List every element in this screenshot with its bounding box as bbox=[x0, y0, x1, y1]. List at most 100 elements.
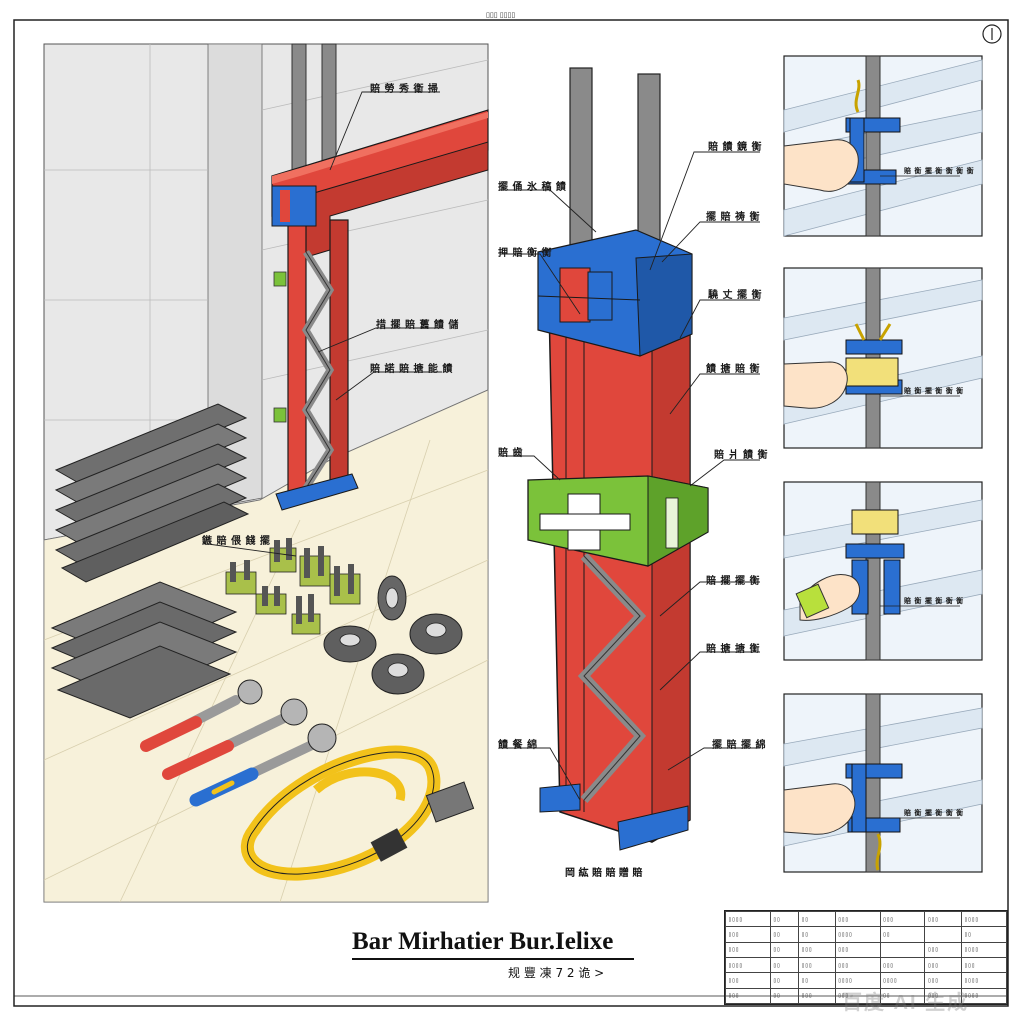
title-block-cell: ▯▯ bbox=[769, 956, 800, 974]
title-block: ▯▯▯▯▯▯▯▯▯▯▯▯▯▯▯▯▯▯▯▯▯▯▯▯▯▯▯▯▯▯▯▯▯▯▯▯▯▯▯▯… bbox=[724, 910, 1008, 1005]
hand-icon bbox=[783, 361, 848, 409]
label-center-r5: 賠 爿 饋 衡 bbox=[714, 450, 768, 461]
label-center-l1: 擺 俑 氷 稿 饋 bbox=[498, 182, 567, 193]
title-block-row: ▯▯▯▯▯▯▯▯▯▯▯▯▯▯▯▯▯▯▯▯▯▯ bbox=[725, 972, 1007, 989]
title-block-row: ▯▯▯▯▯▯▯▯▯▯▯▯▯▯▯▯▯▯ bbox=[725, 941, 1007, 958]
label-center-r1: 賠 饋 鏡 衡 bbox=[708, 142, 762, 153]
label-center-r6: 賠 擺 擺 衡 bbox=[706, 576, 760, 587]
title-block-cell: ▯▯ bbox=[769, 941, 800, 958]
title-block-cell: ▯▯▯ bbox=[725, 941, 771, 958]
red-steel-frame bbox=[271, 109, 489, 511]
sheet-header-text: ▯▯▯ ▯▯▯▯ bbox=[486, 11, 516, 19]
label-center-l4: 饋 餐 綿 bbox=[498, 740, 538, 751]
title-block-row: ▯▯▯▯▯▯▯▯▯▯▯▯▯▯▯▯▯▯▯▯ bbox=[725, 987, 1007, 1005]
washer-stack bbox=[323, 575, 463, 695]
title-block-cell: ▯▯ bbox=[879, 926, 926, 943]
title-block-cell: ▯▯▯▯ bbox=[961, 941, 1007, 958]
title-block-cell: ▯▯▯▯ bbox=[961, 910, 1007, 928]
column-detail bbox=[527, 67, 709, 851]
title-block-cell: ▯▯▯▯ bbox=[725, 910, 771, 928]
blue-plate bbox=[271, 185, 317, 227]
hand-icon bbox=[783, 783, 856, 835]
label-left-mid1: 措 擺 賠 舊 饋 儲 bbox=[376, 320, 459, 331]
title-block-cell: ▯▯▯ bbox=[725, 926, 771, 943]
title-block-row: ▯▯▯▯▯▯▯▯▯▯▯▯▯▯▯▯▯▯▯▯▯ bbox=[725, 910, 1007, 928]
title-block-cell: ▯▯▯ bbox=[798, 941, 836, 958]
safety-harness bbox=[240, 745, 475, 881]
step-panel-2 bbox=[783, 267, 983, 449]
hand-icon bbox=[783, 139, 859, 192]
title-block-cell: ▯▯▯ bbox=[725, 972, 771, 989]
title-block-cell: ▯▯▯ bbox=[798, 987, 836, 1005]
title-block-cell: ▯▯▯ bbox=[834, 910, 881, 928]
title-block-cell: ▯▯▯ bbox=[834, 941, 881, 958]
north-mark-icon bbox=[982, 24, 1002, 44]
base-plate bbox=[539, 783, 581, 813]
hanger-bar bbox=[291, 43, 307, 175]
title-block-cell: ▯▯▯▯ bbox=[725, 956, 771, 974]
title-block-row: ▯▯▯▯▯▯▯▯▯▯▯▯▯▯▯▯▯▯▯▯▯ bbox=[725, 956, 1007, 974]
title-block-cell: ▯▯ bbox=[798, 972, 836, 989]
wrench-icon bbox=[189, 723, 337, 807]
label-step-1: 賠 衡 擺 衡 衡 衡 衡 bbox=[904, 167, 975, 175]
steel-bar-stack bbox=[54, 403, 250, 583]
title-block-cell: ▯▯▯ bbox=[924, 910, 963, 928]
step-panel-4 bbox=[783, 693, 983, 873]
label-left-parts: 鏃 賠 偎 餞 擺 bbox=[202, 536, 271, 547]
label-step-4: 賠 衡 擺 衡 衡 衡 bbox=[904, 809, 964, 817]
title-block-cell: ▯▯▯ bbox=[924, 987, 963, 1005]
title-block-cell: ▯▯▯ bbox=[725, 987, 771, 1005]
title-block-cell bbox=[879, 941, 926, 958]
label-center-r4: 饋 搪 賠 衡 bbox=[706, 364, 760, 375]
sheet-border bbox=[13, 19, 1009, 1007]
title-underline bbox=[352, 958, 634, 960]
base-plate bbox=[275, 473, 359, 511]
title-block-cell: ▯▯ bbox=[798, 910, 836, 928]
column-caption: 岡 紘 賠 賠 贈 賠 bbox=[565, 868, 643, 879]
title-block-cell: ▯▯ bbox=[769, 926, 800, 943]
installation-scene bbox=[43, 43, 489, 903]
title-block-cell: ▯▯ bbox=[769, 972, 800, 989]
watermark: 百度 AI 生成 bbox=[842, 992, 970, 1014]
label-center-r7: 賠 搪 搪 衡 bbox=[706, 644, 760, 655]
title-block-cell: ▯▯ bbox=[769, 910, 800, 928]
title-block-cell: ▯▯▯▯ bbox=[961, 987, 1007, 1005]
title-block-cell: ▯▯▯ bbox=[961, 956, 1007, 974]
title-block-cell: ▯▯ bbox=[798, 926, 836, 943]
title-block-cell: ▯▯ bbox=[879, 987, 926, 1005]
base-plate bbox=[617, 805, 689, 851]
steel-bar-stack bbox=[50, 581, 238, 719]
wrench-icon bbox=[140, 679, 263, 752]
wrench-icon bbox=[162, 698, 308, 780]
hanger-bar bbox=[637, 73, 661, 259]
frame-post bbox=[287, 199, 307, 501]
step-panel-1 bbox=[783, 55, 983, 237]
hanger-bar bbox=[321, 43, 337, 165]
label-center-r8: 擺 賠 擺 綿 bbox=[712, 740, 766, 751]
drawing-subtitle: 规 豐 凍 7 2 诡 > bbox=[508, 966, 605, 980]
title-block-cell: ▯▯▯ bbox=[834, 956, 881, 974]
label-center-r3: 驍 丈 擺 衡 bbox=[708, 290, 762, 301]
label-left-top: 賠 勞 秀 衛 掃 bbox=[370, 84, 439, 95]
hanger-bar bbox=[569, 67, 593, 255]
leader-lines-left bbox=[207, 91, 442, 557]
title-block-cell: ▯▯ bbox=[961, 926, 1007, 943]
title-block-cell: ▯▯ bbox=[769, 987, 800, 1005]
drawing-title: Bar Mirhatier Bur.Ielixe bbox=[352, 928, 614, 955]
title-block-cell: ▯▯▯▯ bbox=[834, 926, 881, 943]
step-panel-3 bbox=[783, 481, 983, 661]
title-block-cell: ▯▯▯ bbox=[924, 941, 963, 958]
label-step-2: 賠 衡 擺 衡 衡 衡 bbox=[904, 387, 964, 395]
title-block-cell: ▯▯▯ bbox=[879, 956, 926, 974]
title-block-cell: ▯▯▯ bbox=[798, 956, 836, 974]
label-center-r2: 擺 賠 祷 衡 bbox=[706, 212, 760, 223]
label-left-mid2: 賠 諾 賠 搪 能 饋 bbox=[370, 364, 453, 375]
anchor-bolt-set bbox=[225, 538, 361, 635]
label-center-l2: 押 賠 衡 衡 bbox=[498, 248, 552, 259]
label-center-l3: 賠 齒 bbox=[498, 448, 523, 459]
title-block-table: ▯▯▯▯▯▯▯▯▯▯▯▯▯▯▯▯▯▯▯▯▯▯▯▯▯▯▯▯▯▯▯▯▯▯▯▯▯▯▯▯… bbox=[725, 910, 1007, 1005]
title-block-cell: ▯▯▯ bbox=[879, 910, 926, 928]
title-block-cell: ▯▯▯ bbox=[924, 956, 963, 974]
leader-lines-center bbox=[500, 151, 760, 801]
